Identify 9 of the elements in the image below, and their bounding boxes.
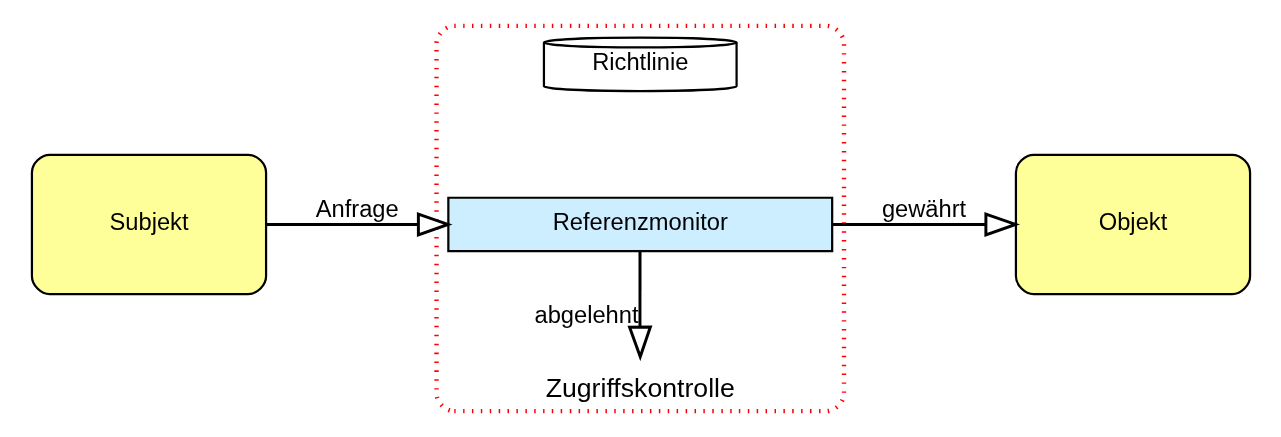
- arrow: [265, 211, 452, 237]
- edge-label: abgelehnt: [533, 301, 639, 328]
- edge-label: Anfrage: [315, 195, 399, 222]
- node-box: Objekt: [1014, 153, 1251, 296]
- arrow: [832, 211, 1020, 237]
- node-box: Subjekt: [30, 153, 267, 296]
- arrow: [627, 251, 652, 362]
- node-box: Referenzmonitor: [446, 196, 833, 253]
- edge-label: gewährt: [881, 195, 966, 222]
